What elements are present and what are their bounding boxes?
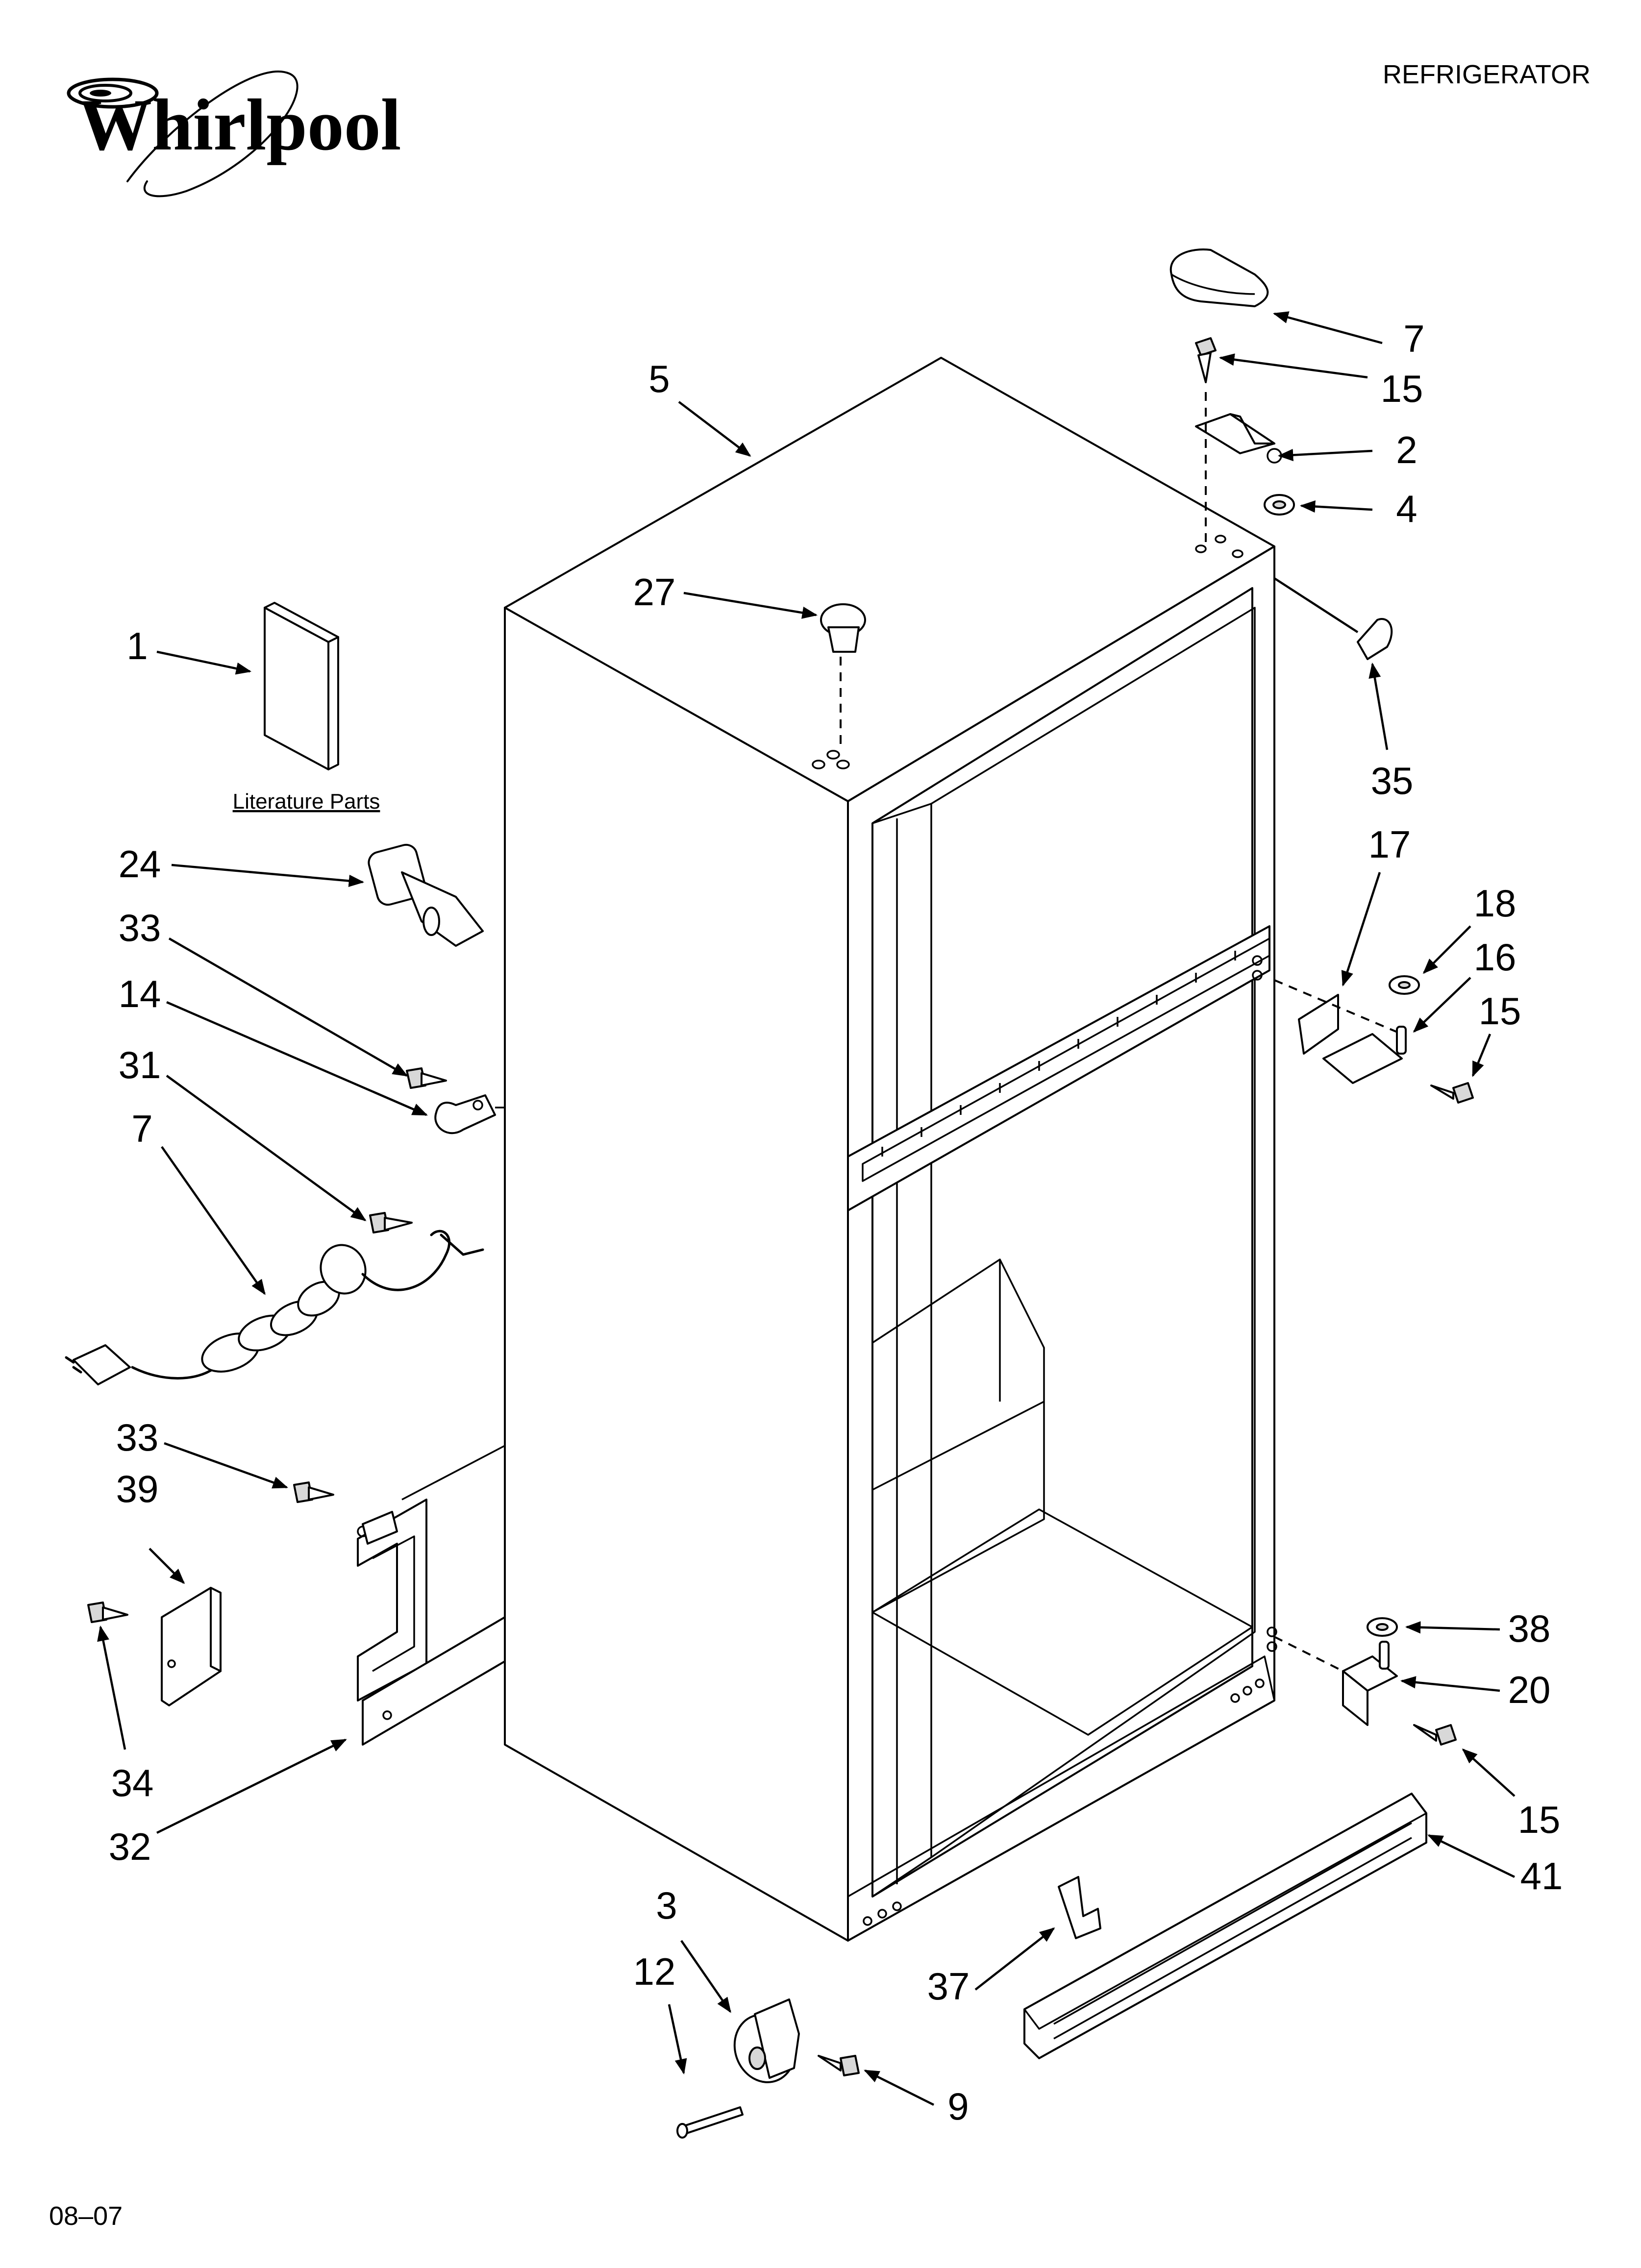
part-39-cover bbox=[161, 1587, 222, 1706]
part-6-hinge-cover bbox=[1169, 248, 1269, 307]
callout-35: 35 bbox=[1371, 759, 1414, 802]
callout-33-upper: 33 bbox=[119, 906, 161, 949]
callout-18: 18 bbox=[1474, 882, 1517, 925]
callout-41: 41 bbox=[1520, 1854, 1563, 1898]
part-37-clip bbox=[1058, 1876, 1101, 1939]
part-27-plug bbox=[820, 603, 866, 653]
part-12-axle bbox=[676, 2106, 744, 2139]
callout-38: 38 bbox=[1508, 1607, 1551, 1650]
date-code: 08–07 bbox=[49, 2201, 123, 2231]
part-9-screw bbox=[818, 2055, 860, 2076]
callout-15-bottom: 15 bbox=[1518, 1798, 1561, 1841]
callout-4: 4 bbox=[1396, 487, 1417, 530]
part-33-screw-upper bbox=[406, 1067, 447, 1089]
part-32-bracket bbox=[357, 1499, 506, 1746]
part-33-screw-lower bbox=[293, 1481, 334, 1503]
part-31-screw bbox=[369, 1212, 413, 1233]
callout-1: 1 bbox=[126, 624, 148, 667]
callout-numbers: 5 7 15 2 4 27 1 Literature Parts 35 24 1… bbox=[109, 317, 1563, 2128]
refrigerator-cabinet bbox=[362, 357, 1277, 1942]
part-16-pin bbox=[1396, 1026, 1407, 1055]
callout-20: 20 bbox=[1508, 1668, 1551, 1711]
callout-15-top: 15 bbox=[1381, 367, 1423, 410]
part-38-washer bbox=[1367, 1617, 1398, 1637]
part-2-top-hinge bbox=[1195, 413, 1282, 464]
brand-logo: Whirlpool bbox=[67, 70, 401, 197]
part-15-screw-top bbox=[1195, 337, 1217, 383]
callout-39: 39 bbox=[116, 1467, 159, 1510]
part-34-screw bbox=[87, 1602, 128, 1623]
part-7-power-cord bbox=[65, 1230, 484, 1385]
callout-7: 7 bbox=[131, 1107, 152, 1150]
callout-33-lower: 33 bbox=[116, 1416, 159, 1459]
part-20-bottom-hinge bbox=[1274, 1636, 1398, 1726]
section-title: REFRIGERATOR bbox=[1383, 60, 1591, 89]
part-15-screw-bottom bbox=[1413, 1724, 1457, 1746]
part-18-washer bbox=[1389, 975, 1420, 995]
callout-5: 5 bbox=[648, 357, 670, 400]
part-1-literature bbox=[264, 602, 339, 770]
callout-37: 37 bbox=[927, 1965, 970, 2008]
callout-34: 34 bbox=[111, 1761, 154, 1804]
part-41-toe-grille bbox=[1023, 1793, 1427, 2059]
callout-27: 27 bbox=[633, 570, 676, 614]
callout-14: 14 bbox=[119, 972, 161, 1015]
callout-2: 2 bbox=[1396, 428, 1417, 471]
callout-31: 31 bbox=[119, 1043, 161, 1086]
part-17-hinge-bracket bbox=[1274, 979, 1403, 1084]
part-14-clamp bbox=[434, 1094, 505, 1134]
leader-lines bbox=[97, 311, 1516, 2106]
callout-12: 12 bbox=[633, 1950, 676, 1993]
callout-15-middle: 15 bbox=[1479, 989, 1521, 1033]
brand-name: Whirlpool bbox=[78, 84, 401, 166]
callout-32: 32 bbox=[109, 1825, 151, 1868]
part-35-shim bbox=[1357, 618, 1393, 660]
part-15-screw-middle bbox=[1430, 1082, 1474, 1104]
callout-6: 7 bbox=[1403, 317, 1424, 360]
callout-3: 3 bbox=[656, 1884, 677, 1927]
part-4-washer bbox=[1264, 494, 1295, 516]
callout-17: 17 bbox=[1368, 823, 1411, 866]
part-24-leveling-bolt bbox=[368, 843, 484, 947]
callout-16: 16 bbox=[1474, 936, 1517, 979]
callout-9: 9 bbox=[947, 2085, 969, 2128]
part-3-roller bbox=[733, 1998, 800, 2083]
callout-24: 24 bbox=[119, 842, 161, 886]
literature-parts-label: Literature Parts bbox=[233, 789, 380, 814]
